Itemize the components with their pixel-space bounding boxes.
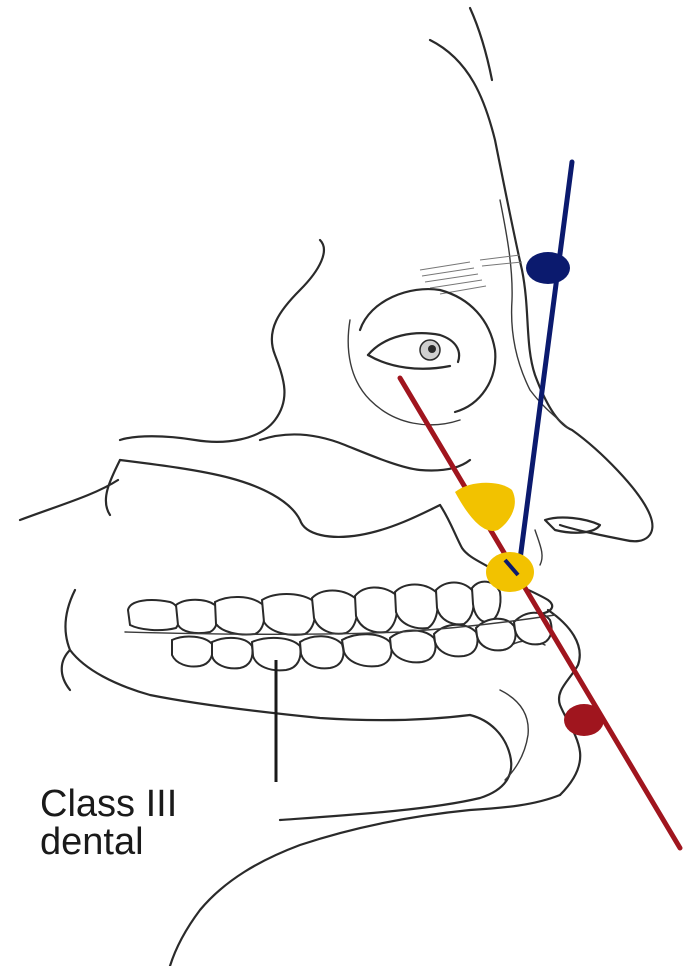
subnasale-point-icon bbox=[455, 483, 515, 531]
class-iii-label-line2: dental bbox=[40, 822, 144, 862]
eye-sketch bbox=[368, 333, 459, 369]
brow-hatching bbox=[420, 255, 522, 294]
class-iii-label-line1: Class III bbox=[40, 784, 177, 824]
glabella-point-icon bbox=[526, 252, 570, 284]
chin-point-icon bbox=[564, 704, 604, 736]
subnasale-point-lower-icon bbox=[486, 552, 534, 592]
blue-reference-line bbox=[518, 162, 572, 575]
